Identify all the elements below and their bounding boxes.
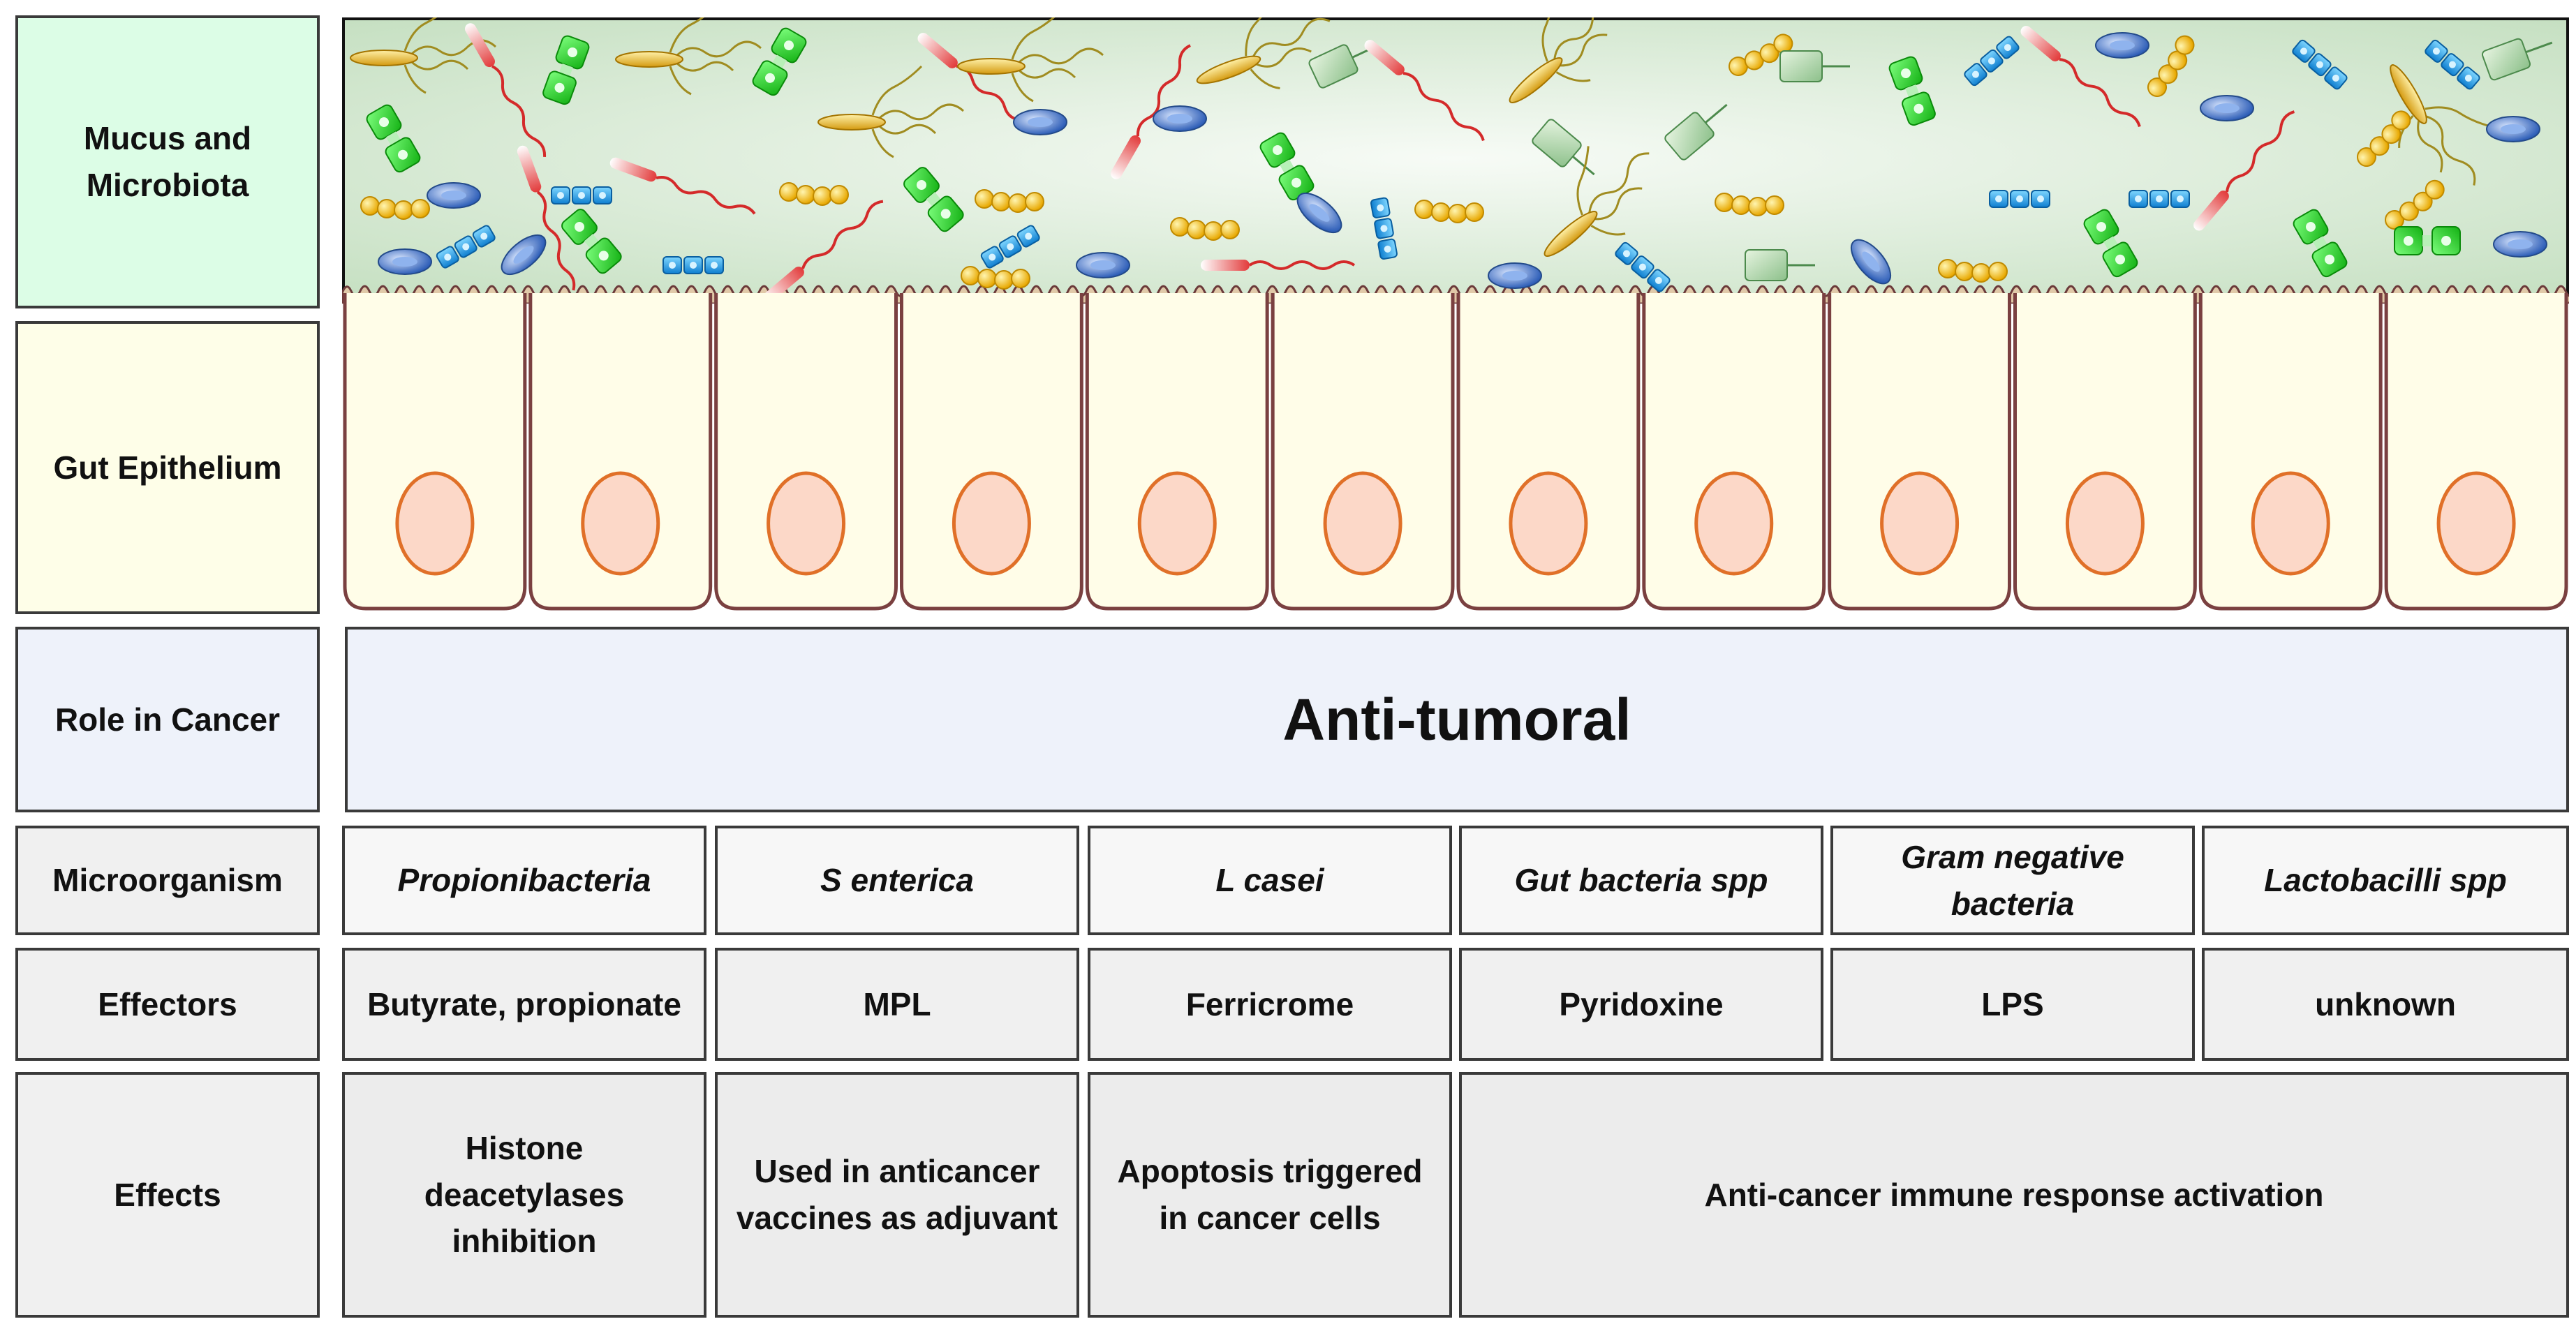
row-label-microorganism: Microorganism <box>15 826 320 935</box>
effect-cell-1: Histone deacetylases inhibition <box>342 1072 706 1318</box>
epithelial-cell <box>1642 293 1826 611</box>
effector-cell-6: unknown <box>2202 948 2569 1061</box>
row-label-effectors-text: Effectors <box>98 985 237 1022</box>
row-label-effects-text: Effects <box>114 1176 221 1213</box>
effector-cell-4: Pyridoxine <box>1459 948 1823 1061</box>
microorganism-cell-5: Gram negative bacteria <box>1830 826 2195 935</box>
row-label-role: Role in Cancer <box>15 627 320 812</box>
epithelial-cell <box>2384 293 2568 611</box>
cell-nucleus <box>2436 471 2516 576</box>
effector-cell-2: MPL <box>715 948 1079 1061</box>
cell-nucleus <box>2251 471 2330 576</box>
effector-cell-3: Ferricrome <box>1088 948 1452 1061</box>
microorganism-text-1: Propionibacteria <box>397 862 651 899</box>
epithelial-cell <box>343 293 527 611</box>
effector-text-4: Pyridoxine <box>1559 985 1724 1022</box>
effect-cell-3: Apoptosis triggered in cancer cells <box>1088 1072 1452 1318</box>
cell-nucleus <box>767 471 846 576</box>
effect-cell-2: Used in anticancer vaccines as adjuvant <box>715 1072 1079 1318</box>
row-label-role-text: Role in Cancer <box>54 701 281 738</box>
microorganism-text-6: Lactobacilli spp <box>2264 862 2507 899</box>
microorganism-cell-6: Lactobacilli spp <box>2202 826 2569 935</box>
effector-text-1: Butyrate, propionate <box>367 985 681 1022</box>
cell-nucleus <box>395 471 475 576</box>
cell-nucleus <box>1509 471 1588 576</box>
epithelial-cell <box>528 293 713 611</box>
epithelial-cell <box>2013 293 2197 611</box>
cell-nucleus <box>581 471 660 576</box>
row-label-epithelium-text: Gut Epithelium <box>53 449 282 486</box>
epithelial-cell <box>1456 293 1641 611</box>
microorganism-text-4: Gut bacteria spp <box>1514 862 1768 899</box>
microorganism-cell-4: Gut bacteria spp <box>1459 826 1823 935</box>
effector-text-5: LPS <box>1981 985 2044 1022</box>
effector-cell-1: Butyrate, propionate <box>342 948 706 1061</box>
cell-nucleus <box>952 471 1031 576</box>
microorganism-text-5: Gram negative bacteria <box>1901 838 2124 922</box>
row-label-epithelium: Gut Epithelium <box>15 321 320 614</box>
epithelial-cell <box>2198 293 2383 611</box>
epithelial-cell <box>1085 293 1269 611</box>
gut-epithelium-illustration <box>343 293 2568 611</box>
mucus-microbiota-illustration <box>342 17 2569 304</box>
effector-cell-5: LPS <box>1830 948 2195 1061</box>
effect-text-2: Used in anticancer vaccines as adjuvant <box>736 1153 1058 1236</box>
cell-nucleus <box>2065 471 2145 576</box>
epithelial-cell <box>1271 293 1455 611</box>
cell-nucleus <box>1880 471 1960 576</box>
effect-cell-4: Anti-cancer immune response activation <box>1459 1072 2569 1318</box>
cell-nucleus <box>1694 471 1774 576</box>
role-in-cancer-text: Anti-tumoral <box>1282 686 1631 752</box>
effector-text-6: unknown <box>2315 985 2456 1022</box>
row-label-effects: Effects <box>15 1072 320 1318</box>
effect-text-3: Apoptosis triggered in cancer cells <box>1117 1153 1423 1236</box>
microorganism-cell-3: L casei <box>1088 826 1452 935</box>
row-label-microorganism-text: Microorganism <box>52 862 283 899</box>
row-label-effectors: Effectors <box>15 948 320 1061</box>
microorganism-text-3: L casei <box>1215 862 1324 899</box>
cell-nucleus <box>1137 471 1217 576</box>
row-label-mucus-text: Mucus and Microbiota <box>83 120 252 203</box>
epithelial-cell <box>900 293 1083 611</box>
microorganism-cell-1: Propionibacteria <box>342 826 706 935</box>
effector-text-3: Ferricrome <box>1185 985 1354 1022</box>
role-in-cancer-value: Anti-tumoral <box>345 627 2569 812</box>
effector-text-2: MPL <box>863 985 931 1022</box>
effect-text-1: Histone deacetylases inhibition <box>424 1129 625 1260</box>
microorganism-text-2: S enterica <box>820 862 974 899</box>
epithelial-cell <box>1828 293 2011 611</box>
microorganism-cell-2: S enterica <box>715 826 1079 935</box>
cell-nucleus <box>1323 471 1402 576</box>
epithelial-cell <box>714 293 898 611</box>
row-label-mucus: Mucus and Microbiota <box>15 15 320 308</box>
effect-text-4: Anti-cancer immune response activation <box>1704 1176 2324 1213</box>
